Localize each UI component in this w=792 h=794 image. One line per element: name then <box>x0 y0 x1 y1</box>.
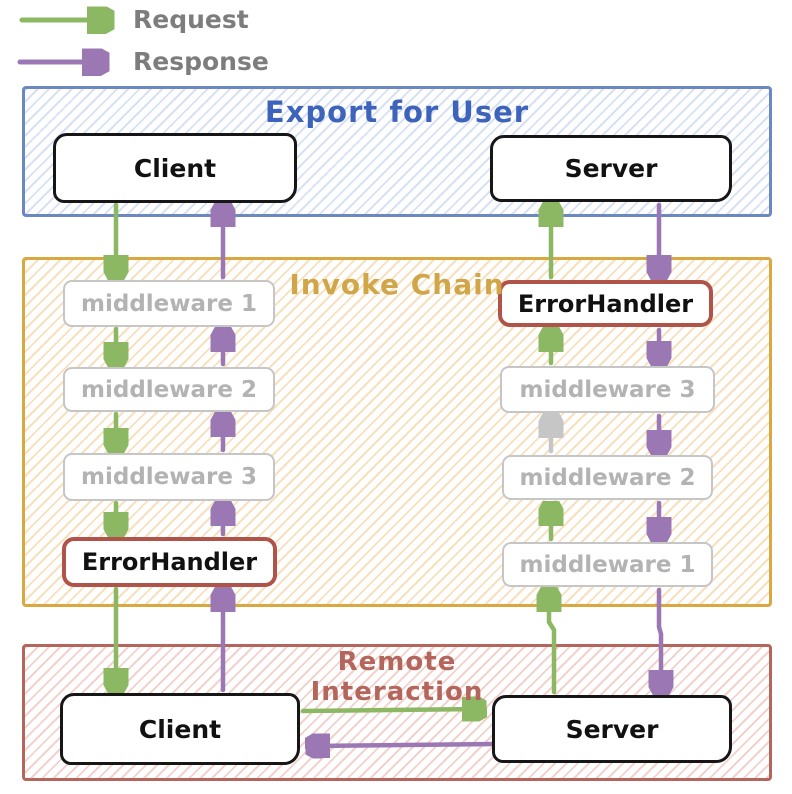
export-for-user-title: Export for User <box>264 95 530 129</box>
legend-response-label: Response <box>133 47 269 76</box>
export-client-node: Client <box>53 133 297 203</box>
left-middleware-2-node: middleware 2 <box>63 367 275 412</box>
right-errorhandler-node: ErrorHandler <box>498 280 713 327</box>
left-errorhandler-node: ErrorHandler <box>62 537 277 587</box>
invoke-chain-title: Invoke Chain <box>289 268 505 301</box>
remote-interaction-title-line2: Interaction <box>310 677 484 707</box>
right-middleware-3-node: middleware 3 <box>500 366 715 413</box>
legend-request-label: Request <box>133 5 249 34</box>
right-middleware-2-node: middleware 2 <box>502 455 713 500</box>
remote-server-node: Server <box>492 695 732 763</box>
left-middleware-1-node: middleware 1 <box>63 280 275 327</box>
remote-client-node: Client <box>60 693 300 765</box>
remote-interaction-title: Remote Interaction <box>22 647 772 707</box>
export-server-node: Server <box>490 135 732 202</box>
remote-interaction-title-line1: Remote <box>337 647 457 677</box>
left-middleware-3-node: middleware 3 <box>63 453 275 501</box>
right-middleware-1-node: middleware 1 <box>502 542 713 587</box>
